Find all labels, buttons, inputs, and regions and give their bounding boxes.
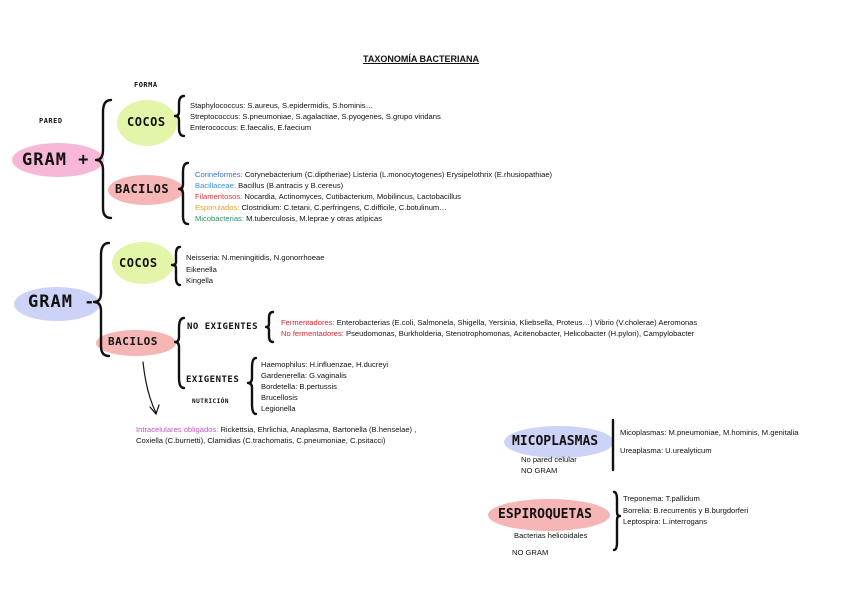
no-fermentadores-name: No fermentadores: bbox=[281, 329, 344, 338]
espiroquetas-line-1: Treponema: T.pallidum bbox=[623, 494, 700, 503]
cocos-neg-line-2: Eikenella bbox=[186, 265, 217, 274]
page-title: TAXONOMÍA BACTERIANA bbox=[363, 54, 479, 64]
filamentosos-text: Nocardia, Actinomyces, Cutibacterium, Mo… bbox=[244, 192, 461, 201]
cocos-pos-line-3: Enterococcus: E.faecalis, E.faecium bbox=[190, 123, 312, 132]
cocos-pos-line-2: Streptococcus: S.pneumoniae, S.agalactia… bbox=[190, 112, 441, 121]
micobacterias-text: M.tuberculosis, M.leprae y otras atípica… bbox=[246, 214, 382, 223]
bacilos-neg-highlight bbox=[96, 330, 176, 356]
bacilos-pos-group-5: Micobacterias: M.tuberculosis, M.leprae … bbox=[195, 214, 382, 225]
micoplasmas-line-2: Ureaplasma: U.urealyticum bbox=[620, 446, 712, 455]
bacilos-neg-label: BACILOS bbox=[108, 335, 158, 348]
cocos-pos-label: COCOS bbox=[127, 115, 166, 129]
exigentes-label: EXIGENTES bbox=[186, 375, 240, 385]
bacilos-pos-brace bbox=[177, 161, 190, 226]
intracelulares-name: Intracelulares obligados: bbox=[136, 425, 219, 434]
forma-label: FORMA bbox=[134, 81, 158, 89]
no-exigentes-group-2: No fermentadores: Pseudomonas, Burkholde… bbox=[281, 329, 694, 340]
exigentes-line-5: Legionella bbox=[261, 404, 296, 413]
corineformes-name: Corineformes: bbox=[195, 170, 243, 179]
micoplasmas-sub-2: NO GRAM bbox=[521, 466, 558, 475]
espiroquetas-label: ESPIROQUETAS bbox=[498, 507, 592, 522]
cocos-pos-line-1: Staphylococcus: S.aureus, S.epidermidis,… bbox=[190, 101, 374, 110]
intracelulares-line-1: Intracelulares obligados: Rickettsia, Eh… bbox=[136, 425, 416, 436]
bacillaceae-text: Bacillus (B.antracis y B.cereus) bbox=[238, 181, 344, 190]
micoplasmas-label: MICOPLASMAS bbox=[512, 434, 599, 449]
no-fermentadores-text: Pseudomonas, Burkholderia, Stenotrophomo… bbox=[346, 329, 695, 338]
bacilos-pos-group-3: Filamentosos: Nocardia, Actinomyces, Cut… bbox=[195, 192, 461, 203]
micoplasmas-line-1: Micoplasmas: M.pneumoniae, M.hominis, M.… bbox=[620, 428, 799, 437]
bacilos-pos-group-2: Bacillaceae: Bacillus (B.antracis y B.ce… bbox=[195, 181, 343, 192]
espiroquetas-line-2: Borrelia: B.recurrentis y B.burgdorferi bbox=[623, 506, 749, 515]
exigentes-line-4: Brucellosis bbox=[261, 393, 298, 402]
exigentes-line-3: Bordetella: B.pertussis bbox=[261, 382, 337, 391]
espiroquetas-line-3: Leptospira: L.interrogans bbox=[623, 517, 708, 526]
micoplasmas-sub-1: No pared celular bbox=[521, 455, 577, 464]
micobacterias-name: Micobacterias: bbox=[195, 214, 244, 223]
gram-neg-label: GRAM - bbox=[28, 292, 96, 312]
corineformes-text: Corynebacterium (C.diptheriae) Listeria … bbox=[244, 170, 553, 179]
exigentes-line-1: Haemophilus: H.influenzae, H.ducreyi bbox=[261, 360, 389, 369]
intracelulares-text-2: Coxiella (C.burnetti), Clamidias (C.trac… bbox=[136, 436, 386, 445]
esporulados-name: Esporulados: bbox=[195, 203, 240, 212]
intracelulares-arrow bbox=[142, 361, 157, 414]
exigentes-line-2: Gardenerella: G.vaginalis bbox=[261, 371, 347, 380]
gram-neg-highlight bbox=[14, 287, 100, 321]
cocos-neg-label: COCOS bbox=[119, 256, 158, 270]
espiroquetas-sub-2: NO GRAM bbox=[512, 548, 549, 557]
fermentadores-text: Enterobacterias (E.coli, Salmonela, Shig… bbox=[336, 318, 698, 327]
gram-pos-brace bbox=[94, 98, 113, 220]
bacilos-pos-label: BACILOS bbox=[115, 182, 170, 196]
no-exigentes-group-1: Fermentadores: Enterobacterias (E.coli, … bbox=[281, 318, 697, 329]
espiroquetas-brace bbox=[612, 490, 622, 552]
no-exigentes-label: NO EXIGENTES bbox=[187, 322, 259, 332]
no-exigentes-brace bbox=[264, 310, 275, 344]
exigentes-brace bbox=[246, 356, 258, 416]
cocos-pos-brace bbox=[173, 94, 186, 138]
bacilos-pos-highlight bbox=[108, 175, 184, 205]
bacilos-pos-group-4: Esporulados: Clostridium: C.tetani, C.pe… bbox=[195, 203, 447, 214]
cocos-neg-brace bbox=[170, 245, 182, 287]
cocos-neg-line-3: Kingella bbox=[186, 276, 214, 285]
cocos-pos-highlight bbox=[117, 100, 177, 146]
nutricion-label: NUTRICIÓN bbox=[192, 398, 230, 405]
espiroquetas-highlight bbox=[488, 499, 610, 531]
esporulados-text: Clostridium: C.tetani, C.perfringens, C.… bbox=[241, 203, 447, 212]
intracelulares-arrowhead bbox=[149, 404, 160, 416]
gram-pos-highlight bbox=[12, 143, 104, 177]
fermentadores-name: Fermentadores: bbox=[281, 318, 335, 327]
bacillaceae-name: Bacillaceae: bbox=[195, 181, 236, 190]
pared-label: PARED bbox=[39, 117, 63, 125]
cocos-neg-line-1: Neisseria: N.meningitidis, N.gonorrhoeae bbox=[186, 253, 325, 262]
gram-pos-label: GRAM + bbox=[22, 150, 90, 170]
cocos-neg-highlight bbox=[112, 242, 174, 284]
bacilos-pos-group-1: Corineformes: Corynebacterium (C.dipther… bbox=[195, 170, 552, 181]
filamentosos-name: Filamentosos: bbox=[195, 192, 243, 201]
gram-neg-brace bbox=[92, 241, 111, 358]
bacilos-neg-brace bbox=[173, 316, 186, 390]
intracelulares-text-1: Rickettsia, Ehrlichia, Anaplasma, Barton… bbox=[220, 425, 417, 434]
micoplasmas-highlight bbox=[504, 426, 614, 458]
espiroquetas-sub-1: Bacterias helicoidales bbox=[514, 531, 588, 540]
